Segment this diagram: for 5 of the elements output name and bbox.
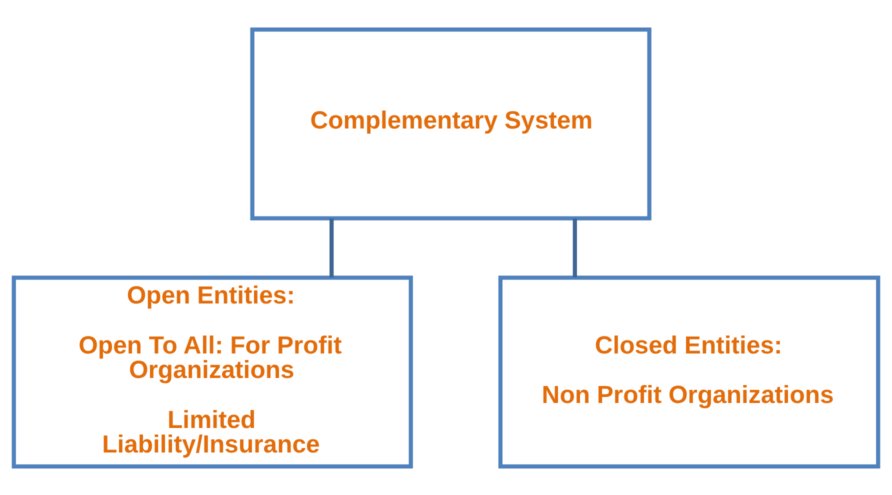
connector (572, 218, 577, 277)
node-box: Open Entities: Open To All: For Profit Organizations Limited Liability/Insurance (12, 275, 413, 468)
connector (330, 218, 334, 277)
node-box: Complementary System (250, 26, 652, 220)
node-box: Closed Entities: Non Profit Organizations (498, 275, 880, 468)
